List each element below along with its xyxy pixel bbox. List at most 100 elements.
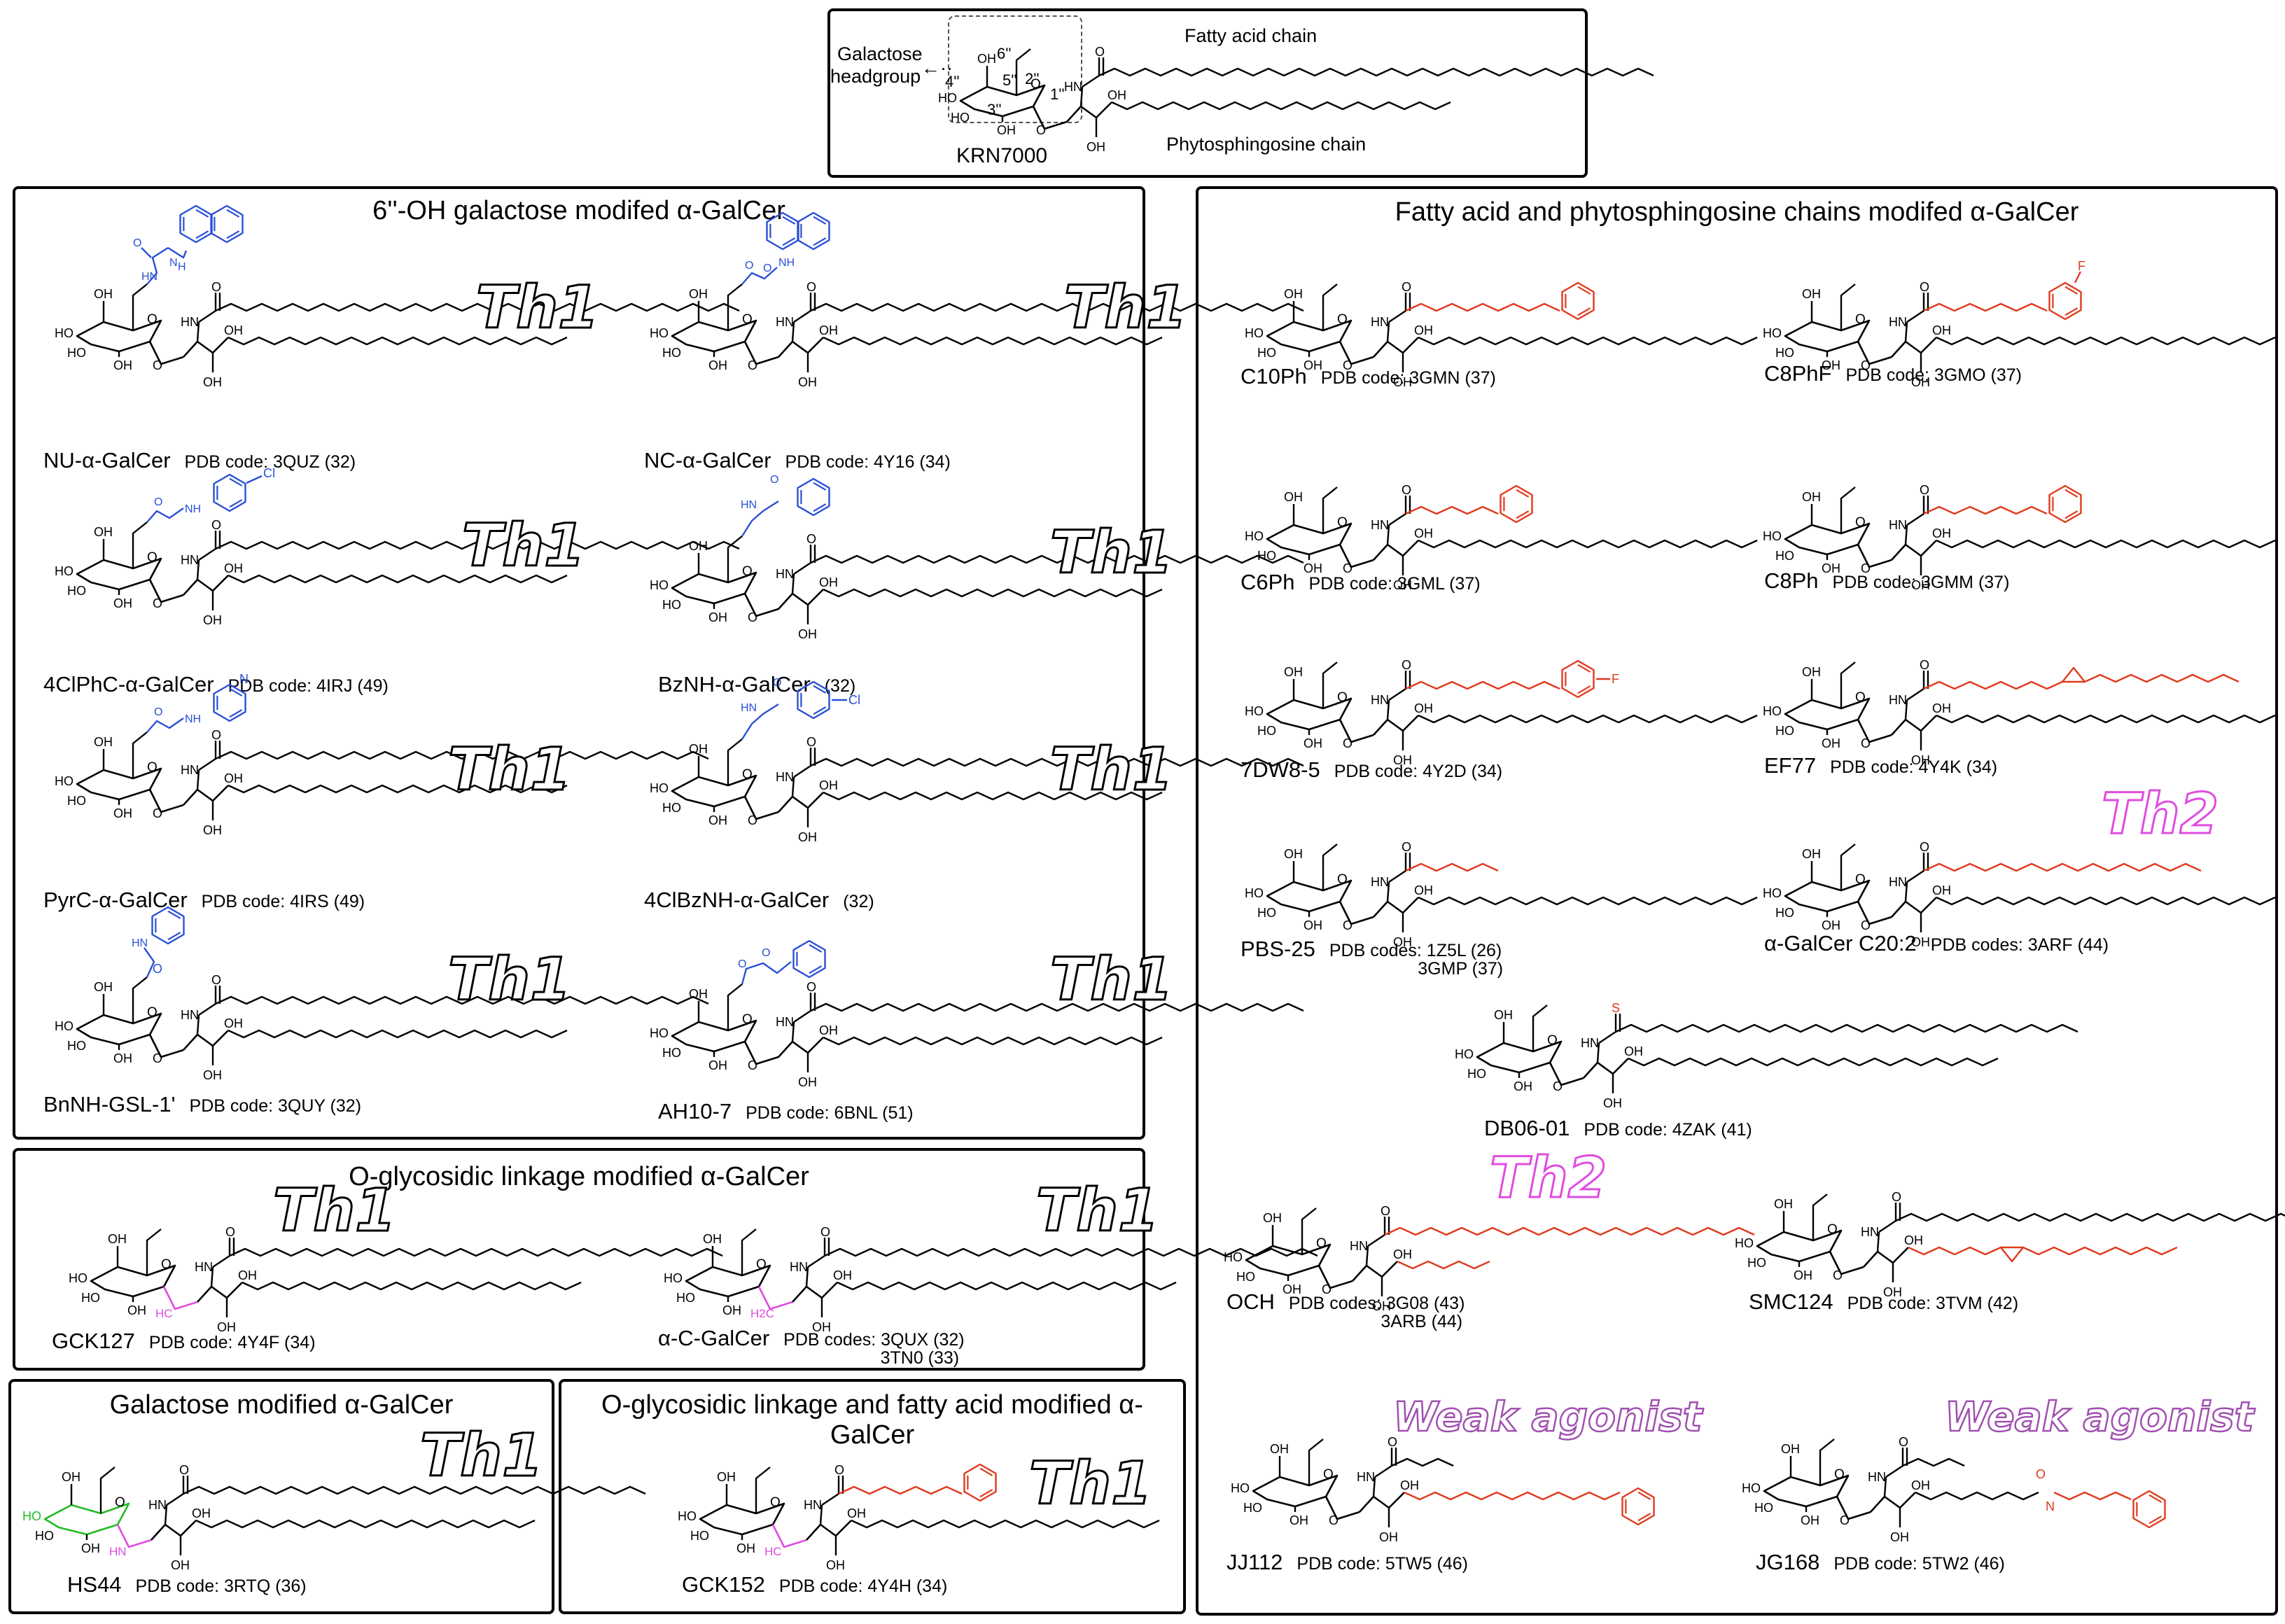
bond-line — [198, 310, 216, 323]
sphingosine-backbone — [778, 1037, 824, 1058]
hydroxyl-label: HO — [67, 584, 86, 598]
hydroxyl-label: OH — [1284, 665, 1303, 679]
carbonyl-label: O — [1402, 658, 1411, 672]
amide-nh-label: HN — [1889, 693, 1907, 707]
galactose-ring — [1784, 522, 1871, 556]
activity-th1-label: Th1 — [1049, 517, 1175, 588]
compound-name: C8Ph — [1764, 568, 1819, 593]
c6-bond — [1840, 486, 1856, 533]
amide-bond — [1904, 524, 1908, 545]
bond-line — [793, 1010, 811, 1023]
hydroxyl-label: OH — [1284, 287, 1303, 301]
amide-bond — [196, 769, 200, 790]
activity-th2-label: Th2 — [1488, 1144, 1607, 1212]
compound-name: JG168 — [1756, 1550, 1820, 1574]
amide-nh-label: HN — [1861, 1225, 1879, 1239]
benzene-ring — [1561, 659, 1595, 699]
compound-name: GCK152 — [682, 1572, 765, 1597]
hydroxyl-label: OH — [1284, 847, 1303, 861]
hydroxyl-label: OH — [1822, 358, 1840, 372]
carbonyl-label: O — [211, 280, 221, 294]
fatty-acid-chain — [810, 1002, 1304, 1012]
benzene-double-bond — [1565, 286, 1591, 316]
amide-nh-label: HN — [1357, 1470, 1375, 1484]
hydroxyl-label: OH — [1393, 753, 1412, 767]
panel-oglyco: O-glycosidic linkage modified α-GalCer — [13, 1148, 1145, 1371]
compound-name: SMC124 — [1749, 1289, 1833, 1314]
ring-oxygen-label: O — [1855, 312, 1866, 327]
c6-bond — [1322, 486, 1338, 533]
linkage-oxygen-label: O — [153, 806, 162, 820]
carbon-position-label: 3'' — [987, 101, 1002, 118]
panel-galmod: Galactose modified α-GalCer — [8, 1379, 554, 1614]
fatty-acid-chain — [215, 995, 709, 1005]
ring-oxygen-label: O — [1337, 515, 1348, 530]
benzene-double-bond — [216, 687, 243, 718]
amide-nh-label: HN — [1581, 1036, 1599, 1050]
hydroxyl-label: HO — [1742, 1481, 1761, 1495]
galactose-ring — [1266, 319, 1353, 353]
panel-title-oglyco-fa: O-glycosidic linkage and fatty acid modi… — [601, 1390, 1143, 1450]
hydroxyl-label: OH — [1911, 753, 1930, 767]
sphingosine-backbone — [1373, 897, 1419, 918]
chloro-label: Cl — [263, 466, 275, 480]
fatty-acid-chain — [1923, 302, 2048, 312]
carbamate-nh-label: NH — [185, 713, 201, 725]
linkage-oxygen-label: O — [1343, 736, 1353, 750]
bond-line — [1388, 513, 1406, 526]
hydroxyl-label: OH — [1263, 1211, 1282, 1225]
amide-bond — [1883, 1476, 1887, 1497]
ring-oxygen-label: O — [1855, 872, 1866, 887]
sphingosine-backbone — [1373, 715, 1419, 736]
hydroxyl-label: HO — [1236, 1270, 1255, 1284]
hydroxyl-label: OH — [1304, 918, 1322, 932]
benzene-double-bond — [800, 482, 827, 512]
amide-nh-label: HN — [1350, 1239, 1368, 1253]
hydroxyl-label: OH — [1774, 1197, 1793, 1211]
carbon-position-label: 5'' — [1002, 71, 1017, 89]
c6-bond — [1322, 662, 1338, 708]
benzene-double-bond — [1503, 489, 1530, 519]
hydroxyl-label: OH — [108, 1232, 127, 1246]
panel-title-6oh: 6''-OH galactose modifed α-GalCer — [372, 196, 785, 225]
urea-h-label: H — [178, 261, 186, 273]
amide-bond — [1904, 321, 1908, 342]
hydroxyl-label: OH — [62, 1470, 81, 1484]
hydroxyl-label: HO — [690, 1529, 709, 1543]
c6-bond — [1532, 1004, 1548, 1051]
sphingosine-backbone — [1863, 1247, 1909, 1268]
amide-bond — [1365, 1245, 1369, 1266]
benzene-double-bond — [2052, 489, 2078, 519]
ring-oxygen-label: O — [742, 767, 753, 782]
hydroxyl-label: OH — [1603, 1096, 1622, 1110]
bond-line — [198, 1003, 216, 1016]
benzene-double-bond — [183, 209, 209, 239]
sphingosine-backbone — [183, 575, 229, 596]
hydroxyl-label: OH — [703, 1232, 722, 1246]
pdb-code: PDB code: 3RTQ (36) — [135, 1576, 307, 1596]
benzene-ring — [1621, 1487, 1655, 1526]
pdb-code: PDB code: 5TW2 (46) — [1833, 1554, 2005, 1574]
linkage-oxygen-label: O — [1343, 358, 1353, 372]
benzene-double-bond — [155, 910, 181, 941]
carbamate-nh-label: NH — [185, 503, 201, 515]
activity-th1-label: Th1 — [419, 1420, 545, 1491]
carbonyl-label: O — [834, 1463, 844, 1477]
hydroxyl-label: HO — [1775, 906, 1794, 920]
fatty-acid-chain — [215, 540, 740, 550]
bond-line — [1906, 513, 1924, 526]
linkage-oxygen-label: O — [1329, 1513, 1339, 1527]
fatty-acid-chain — [1098, 67, 1654, 77]
hydroxyl-label: OH — [1414, 323, 1433, 337]
sphingosine-backbone — [1359, 1492, 1405, 1513]
hydroxyl-label: OH — [722, 1303, 741, 1317]
glycosidic-linkage — [1339, 544, 1374, 568]
phytosphingosine-chain — [1418, 539, 1758, 549]
phytosphingosine-chain — [1404, 1491, 1621, 1501]
phytosphingosine-chain — [823, 791, 1163, 801]
phytosphingosine-chain — [1936, 539, 2276, 549]
bond-line — [141, 247, 152, 258]
hydroxyl-label: OH — [238, 1268, 257, 1282]
